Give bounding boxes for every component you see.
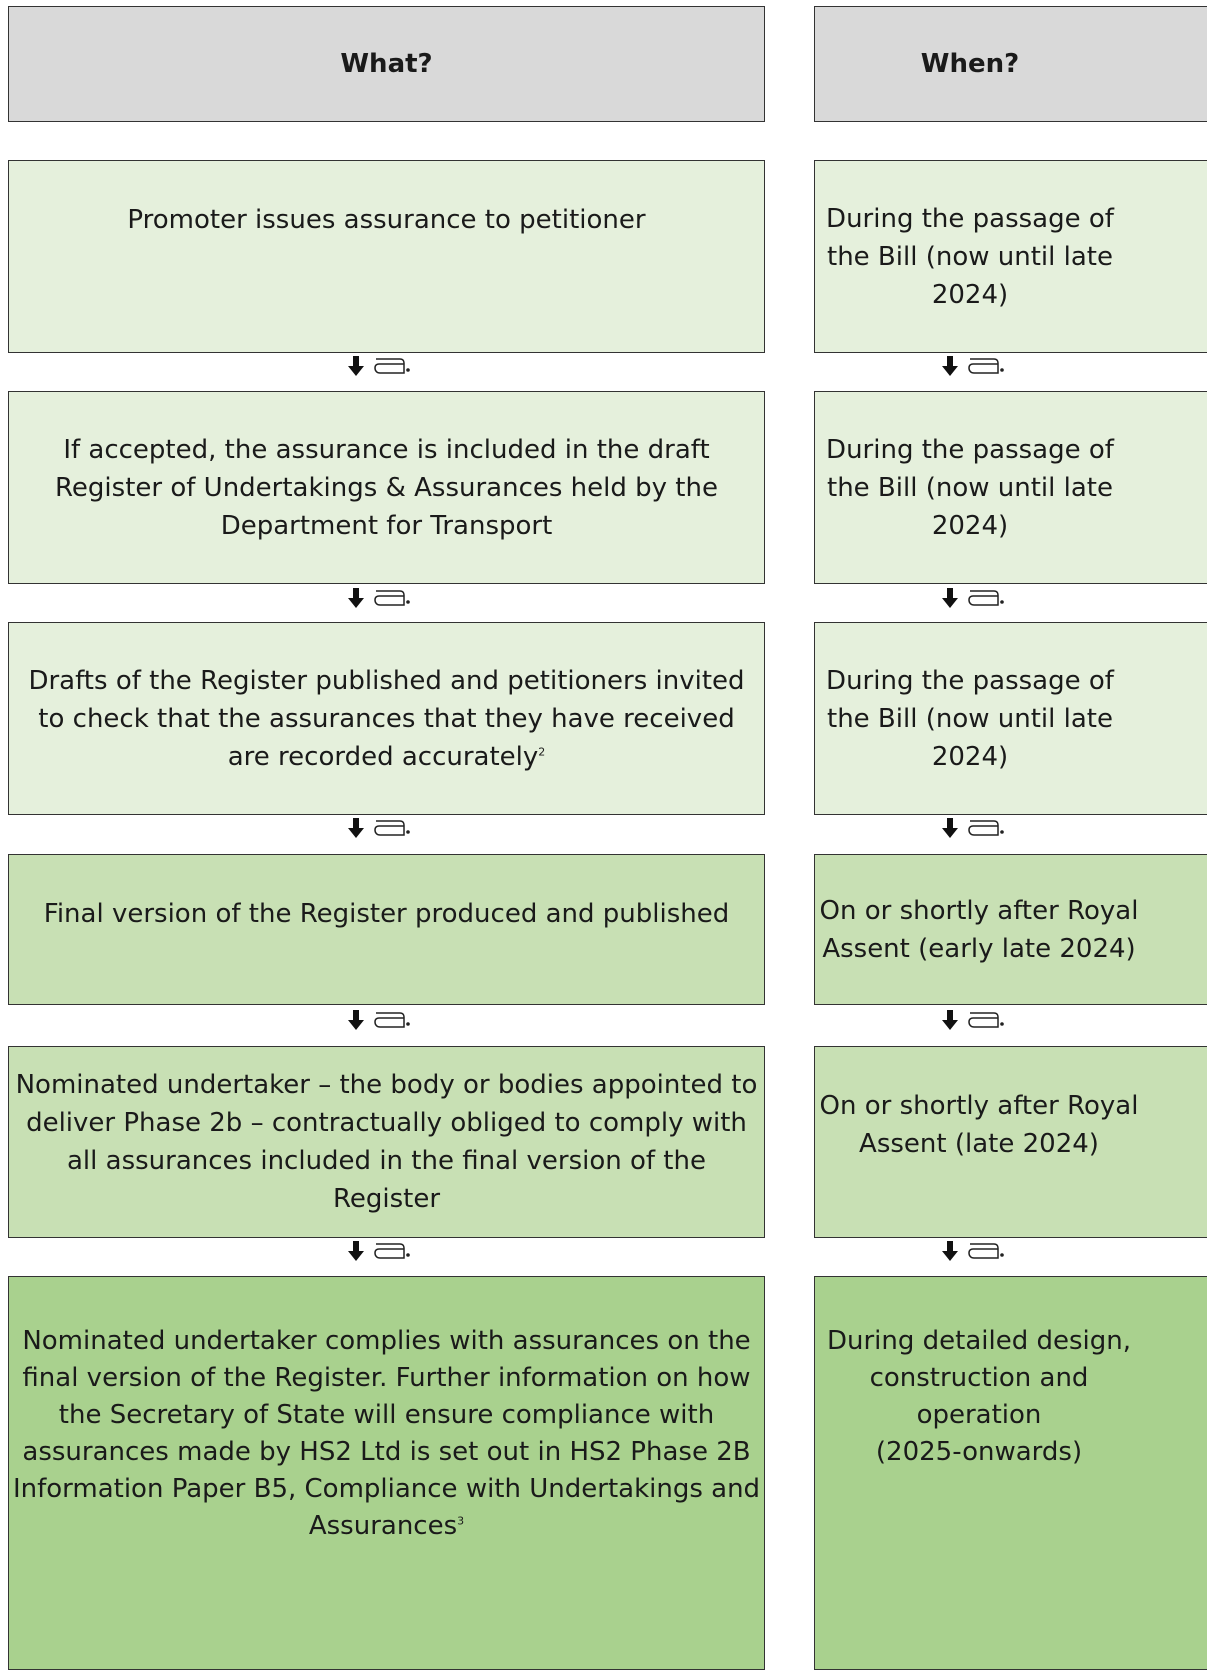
when-step-1-text: During the passage of the Bill (now unti… [826,203,1114,310]
what-step-1: Promoter issues assurance to petitioner [8,160,765,353]
when-step-6-line-1: During detailed design, [826,1326,1131,1356]
what-step-4-text: Final version of the Register produced a… [43,899,730,929]
what-step-6-body: Nominated undertaker complies with assur… [12,1326,761,1541]
down-arrow-icon [942,1010,958,1030]
connector-what-2 [346,585,410,611]
scroll-icon [374,358,410,374]
connector-what-3 [346,815,410,841]
down-arrow-icon [348,1010,364,1030]
footnote-marker-3: 3 [457,1514,465,1528]
header-when-label: When? [920,49,1020,79]
connector-when-3 [940,815,1004,841]
connector-when-4 [940,1007,1004,1033]
scroll-icon [968,1012,1004,1028]
what-step-6: Nominated undertaker complies with assur… [8,1276,765,1670]
connector-when-1 [940,353,1004,379]
when-step-4: On or shortly after Royal Assent (early … [814,854,1207,1005]
down-arrow-icon [942,588,958,608]
down-arrow-icon [942,818,958,838]
scroll-icon [374,590,410,606]
connector-when-5 [940,1238,1004,1264]
what-step-5-text: Nominated undertaker – the body or bodie… [15,1070,758,1214]
connector-what-5 [346,1238,410,1264]
when-step-6-line-3: operation [916,1400,1042,1430]
when-step-5: On or shortly after Royal Assent (late 2… [814,1046,1207,1238]
when-step-6: During detailed design, construction and… [814,1276,1207,1670]
down-arrow-icon [348,588,364,608]
down-arrow-icon [942,1241,958,1261]
when-step-6-line-4: (2025-onwards) [875,1437,1083,1467]
scroll-icon [374,1243,410,1259]
connector-what-4 [346,1007,410,1033]
what-step-1-text: Promoter issues assurance to petitioner [127,205,646,235]
down-arrow-icon [348,1241,364,1261]
down-arrow-icon [942,356,958,376]
scroll-icon [374,820,410,836]
scroll-icon [968,820,1004,836]
down-arrow-icon [348,818,364,838]
scroll-icon [374,1012,410,1028]
when-step-4-text: On or shortly after Royal Assent (early … [819,895,1139,964]
what-step-4: Final version of the Register produced a… [8,854,765,1005]
when-step-2-text: During the passage of the Bill (now unti… [826,434,1114,541]
when-step-3: During the passage of the Bill (now unti… [814,622,1207,815]
when-step-3-text: During the passage of the Bill (now unti… [826,665,1114,772]
connector-when-2 [940,585,1004,611]
what-step-2-text: If accepted, the assurance is included i… [55,434,718,541]
header-what-label: What? [340,49,433,79]
what-step-3: Drafts of the Register published and pet… [8,622,765,815]
what-step-2: If accepted, the assurance is included i… [8,391,765,584]
scroll-icon [968,358,1004,374]
when-step-1: During the passage of the Bill (now unti… [814,160,1207,353]
what-step-3-body: Drafts of the Register published and pet… [28,665,745,772]
header-what: What? [8,6,765,122]
when-step-2: During the passage of the Bill (now unti… [814,391,1207,584]
when-step-5-text: On or shortly after Royal Assent (late 2… [819,1091,1139,1159]
footnote-marker-2: 2 [538,744,546,758]
what-step-5: Nominated undertaker – the body or bodie… [8,1046,765,1238]
scroll-icon [968,1243,1004,1259]
what-step-6-text: Nominated undertaker complies with assur… [11,1323,763,1545]
when-step-6-text: During detailed design, construction and… [815,1323,1143,1471]
when-step-6-line-2: construction and [869,1363,1089,1393]
down-arrow-icon [348,356,364,376]
header-when: When? [814,6,1207,122]
what-step-3-text: Drafts of the Register published and pet… [17,662,757,776]
connector-what-1 [346,353,410,379]
scroll-icon [968,590,1004,606]
